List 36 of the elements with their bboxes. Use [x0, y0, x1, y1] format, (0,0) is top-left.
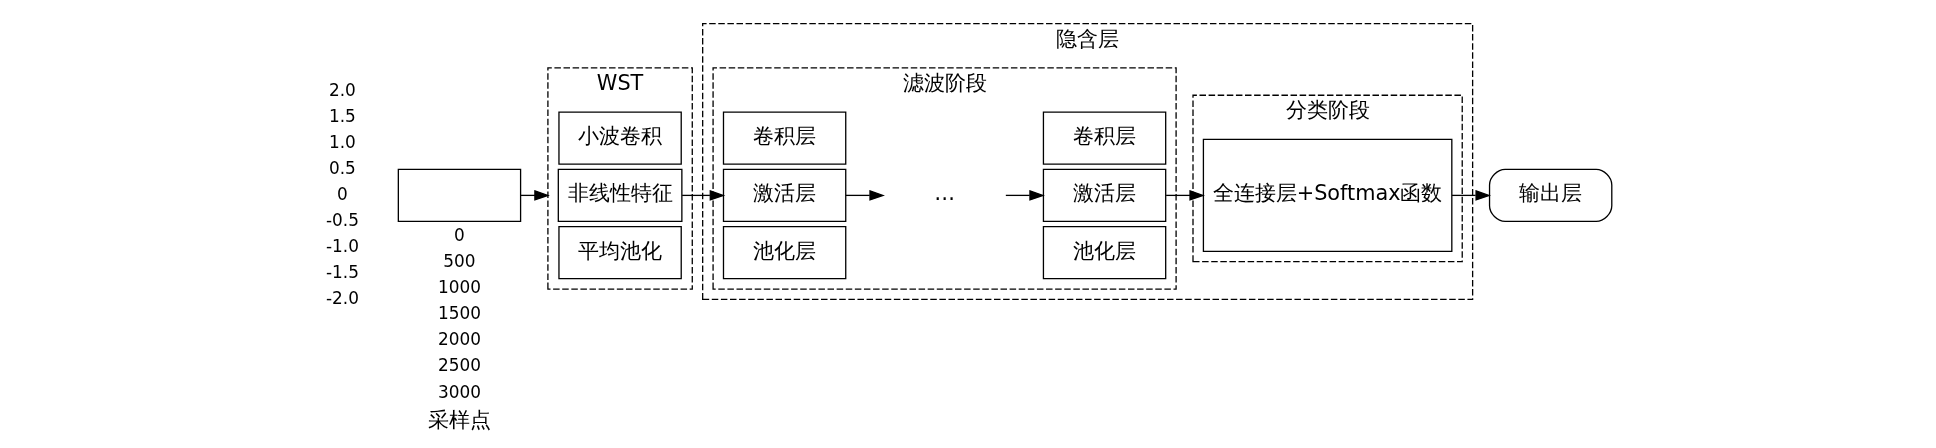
label: 500 [443, 251, 476, 272]
node-box [397, 168, 522, 223]
label: 1000 [437, 277, 481, 298]
label: 2000 [437, 329, 481, 350]
node-box: 卷积层 [722, 111, 847, 165]
arrow [520, 189, 550, 201]
node-text: … [934, 181, 955, 206]
node-box: 输出层 [1488, 168, 1613, 223]
label: 3000 [437, 381, 481, 402]
label: -1.5 [325, 261, 359, 282]
node-box: 全连接层+Softmax函数 [1202, 138, 1453, 252]
arrow [1005, 189, 1045, 201]
node-box: 池化层 [722, 225, 847, 280]
node-box: 激活层 [722, 168, 847, 223]
label: 2500 [437, 355, 481, 376]
label: 1500 [437, 303, 481, 324]
label: 0 [337, 183, 348, 204]
label: 0.5 [328, 157, 356, 178]
label: 1.5 [328, 105, 356, 126]
label: 采样点 [427, 407, 491, 432]
arrow [1451, 189, 1492, 201]
label: 1.0 [328, 131, 356, 152]
node-box: 小波卷积 [558, 111, 682, 165]
node-box: 卷积层 [1042, 111, 1167, 165]
label: 2.0 [328, 79, 356, 100]
arrow [845, 189, 885, 201]
label: -2.0 [325, 287, 359, 308]
label: 0 [454, 225, 465, 246]
arrow [1165, 189, 1205, 201]
label: -1.0 [325, 235, 359, 256]
node-box: 池化层 [1042, 225, 1167, 280]
label: -0.5 [325, 209, 359, 230]
node-box: 平均池化 [558, 225, 682, 280]
node-box: 非线性特征 [557, 168, 683, 223]
node-box: 激活层 [1042, 168, 1167, 223]
arrow [681, 189, 726, 201]
